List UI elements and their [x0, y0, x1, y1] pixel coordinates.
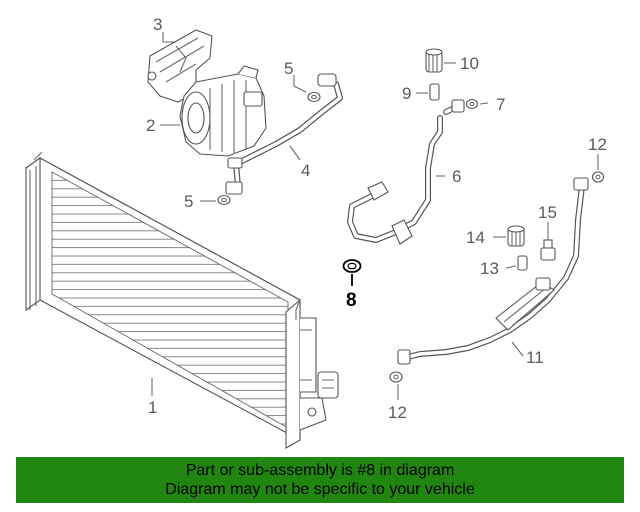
callout-14: 14 — [466, 228, 485, 247]
o-ring-12-lower[interactable] — [389, 371, 403, 383]
callout-8: 8 — [346, 290, 357, 311]
condenser[interactable] — [24, 151, 339, 449]
pressure-line[interactable] — [347, 99, 465, 245]
callout-3: 3 — [153, 15, 162, 34]
callout-12-lower: 12 — [388, 403, 407, 422]
leader-lines — [151, 32, 599, 400]
pressure-sensor[interactable] — [540, 239, 556, 261]
callout-2: 2 — [146, 116, 155, 135]
ac-compressor[interactable] — [179, 65, 267, 157]
callout-7: 7 — [496, 95, 505, 114]
o-ring-lower[interactable] — [217, 194, 231, 206]
callout-15: 15 — [538, 203, 557, 222]
callout-13: 13 — [480, 259, 499, 278]
callout-10: 10 — [460, 54, 479, 73]
banner-line-1: Part or sub-assembly is #8 in diagram — [185, 462, 455, 479]
callout-11: 11 — [526, 348, 544, 367]
callout-12-upper: 12 — [588, 135, 607, 154]
o-ring-8[interactable] — [342, 259, 362, 273]
o-ring-7[interactable] — [465, 98, 479, 110]
callout-6: 6 — [452, 167, 461, 186]
banner-line-2: Diagram may not be specific to your vehi… — [165, 481, 475, 498]
o-ring-upper[interactable] — [307, 91, 321, 103]
service-cap-14[interactable] — [507, 225, 525, 247]
callout-9: 9 — [402, 84, 411, 103]
valve-core-13[interactable] — [517, 255, 528, 271]
o-ring-12-upper[interactable] — [591, 171, 605, 183]
valve-core[interactable] — [429, 83, 440, 101]
info-banner: Part or sub-assembly is #8 in diagram Di… — [16, 457, 624, 503]
callout-5-lower: 5 — [184, 192, 193, 211]
service-cap[interactable] — [425, 48, 443, 73]
suction-line[interactable] — [225, 73, 343, 195]
liquid-line[interactable] — [397, 177, 589, 365]
callout-1: 1 — [148, 398, 157, 417]
callout-4: 4 — [301, 161, 310, 180]
callout-5-upper: 5 — [284, 59, 293, 78]
